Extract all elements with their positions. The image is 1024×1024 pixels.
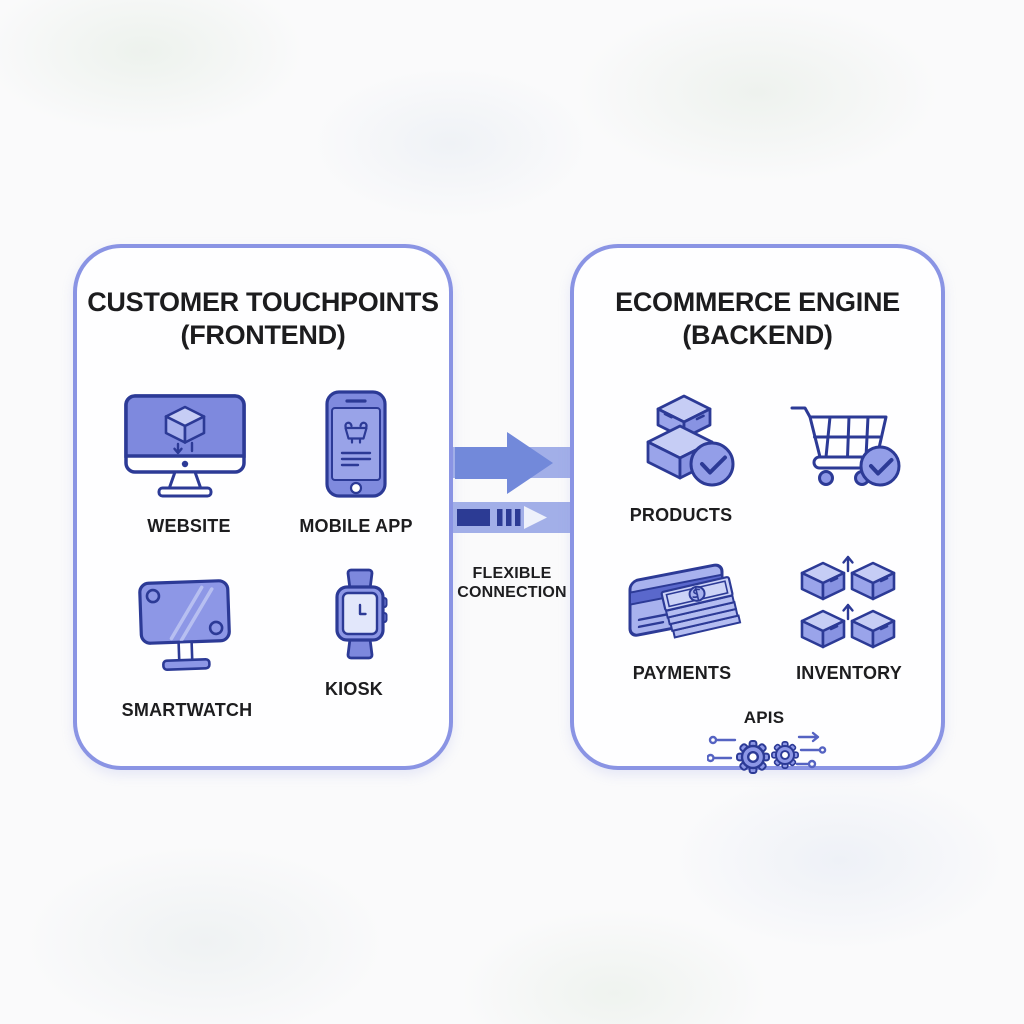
frontend-item-label-mobile-app: MOBILE APP [299,516,413,536]
connection-label: FLEXIBLE CONNECTION [437,564,587,602]
backend-item-label-payments: PAYMENTS [632,663,732,683]
backend-item-label-inventory: INVENTORY [796,663,902,683]
backend-item-label-products: PRODUCTS [629,505,733,525]
backend-title-line2: (BACKEND) [682,320,833,350]
frontend-item-label-kiosk: KIOSK [324,679,383,699]
frontend-title-line2: (FRONTEND) [180,320,346,350]
inventory-boxes-icon [798,553,898,655]
backend-item-label-apis: APIS [743,708,785,727]
display-screen-icon [137,578,233,672]
desktop-monitor-icon [122,392,248,498]
frontend-title-line1: CUSTOMER TOUCHPOINTS [87,287,439,317]
connection-label-line1: FLEXIBLE [472,565,552,582]
dashed-arrow-icon [455,504,553,531]
backend-title-line1: ECOMMERCE ENGINE [615,287,900,317]
backend-card: ECOMMERCE ENGINE (BACKEND) [570,244,945,774]
smartphone-icon [325,390,387,498]
payment-card-cash-icon [626,556,744,650]
frontend-card-title: CUSTOMER TOUCHPOINTS (FRONTEND) [77,286,449,352]
frontend-item-label-website: WEBSITE [147,516,231,536]
frontend-item-label-smartwatch: SMARTWATCH [121,700,253,720]
smartwatch-icon [331,568,389,660]
boxes-check-icon [634,392,736,490]
connection-label-line2: CONNECTION [457,584,567,601]
right-arrow-icon [455,432,555,494]
gears-api-icon [707,726,827,784]
cart-check-icon [788,403,902,491]
frontend-card: CUSTOMER TOUCHPOINTS (FRONTEND) WEBSITE … [73,244,453,770]
backend-card-title: ECOMMERCE ENGINE (BACKEND) [574,286,941,352]
